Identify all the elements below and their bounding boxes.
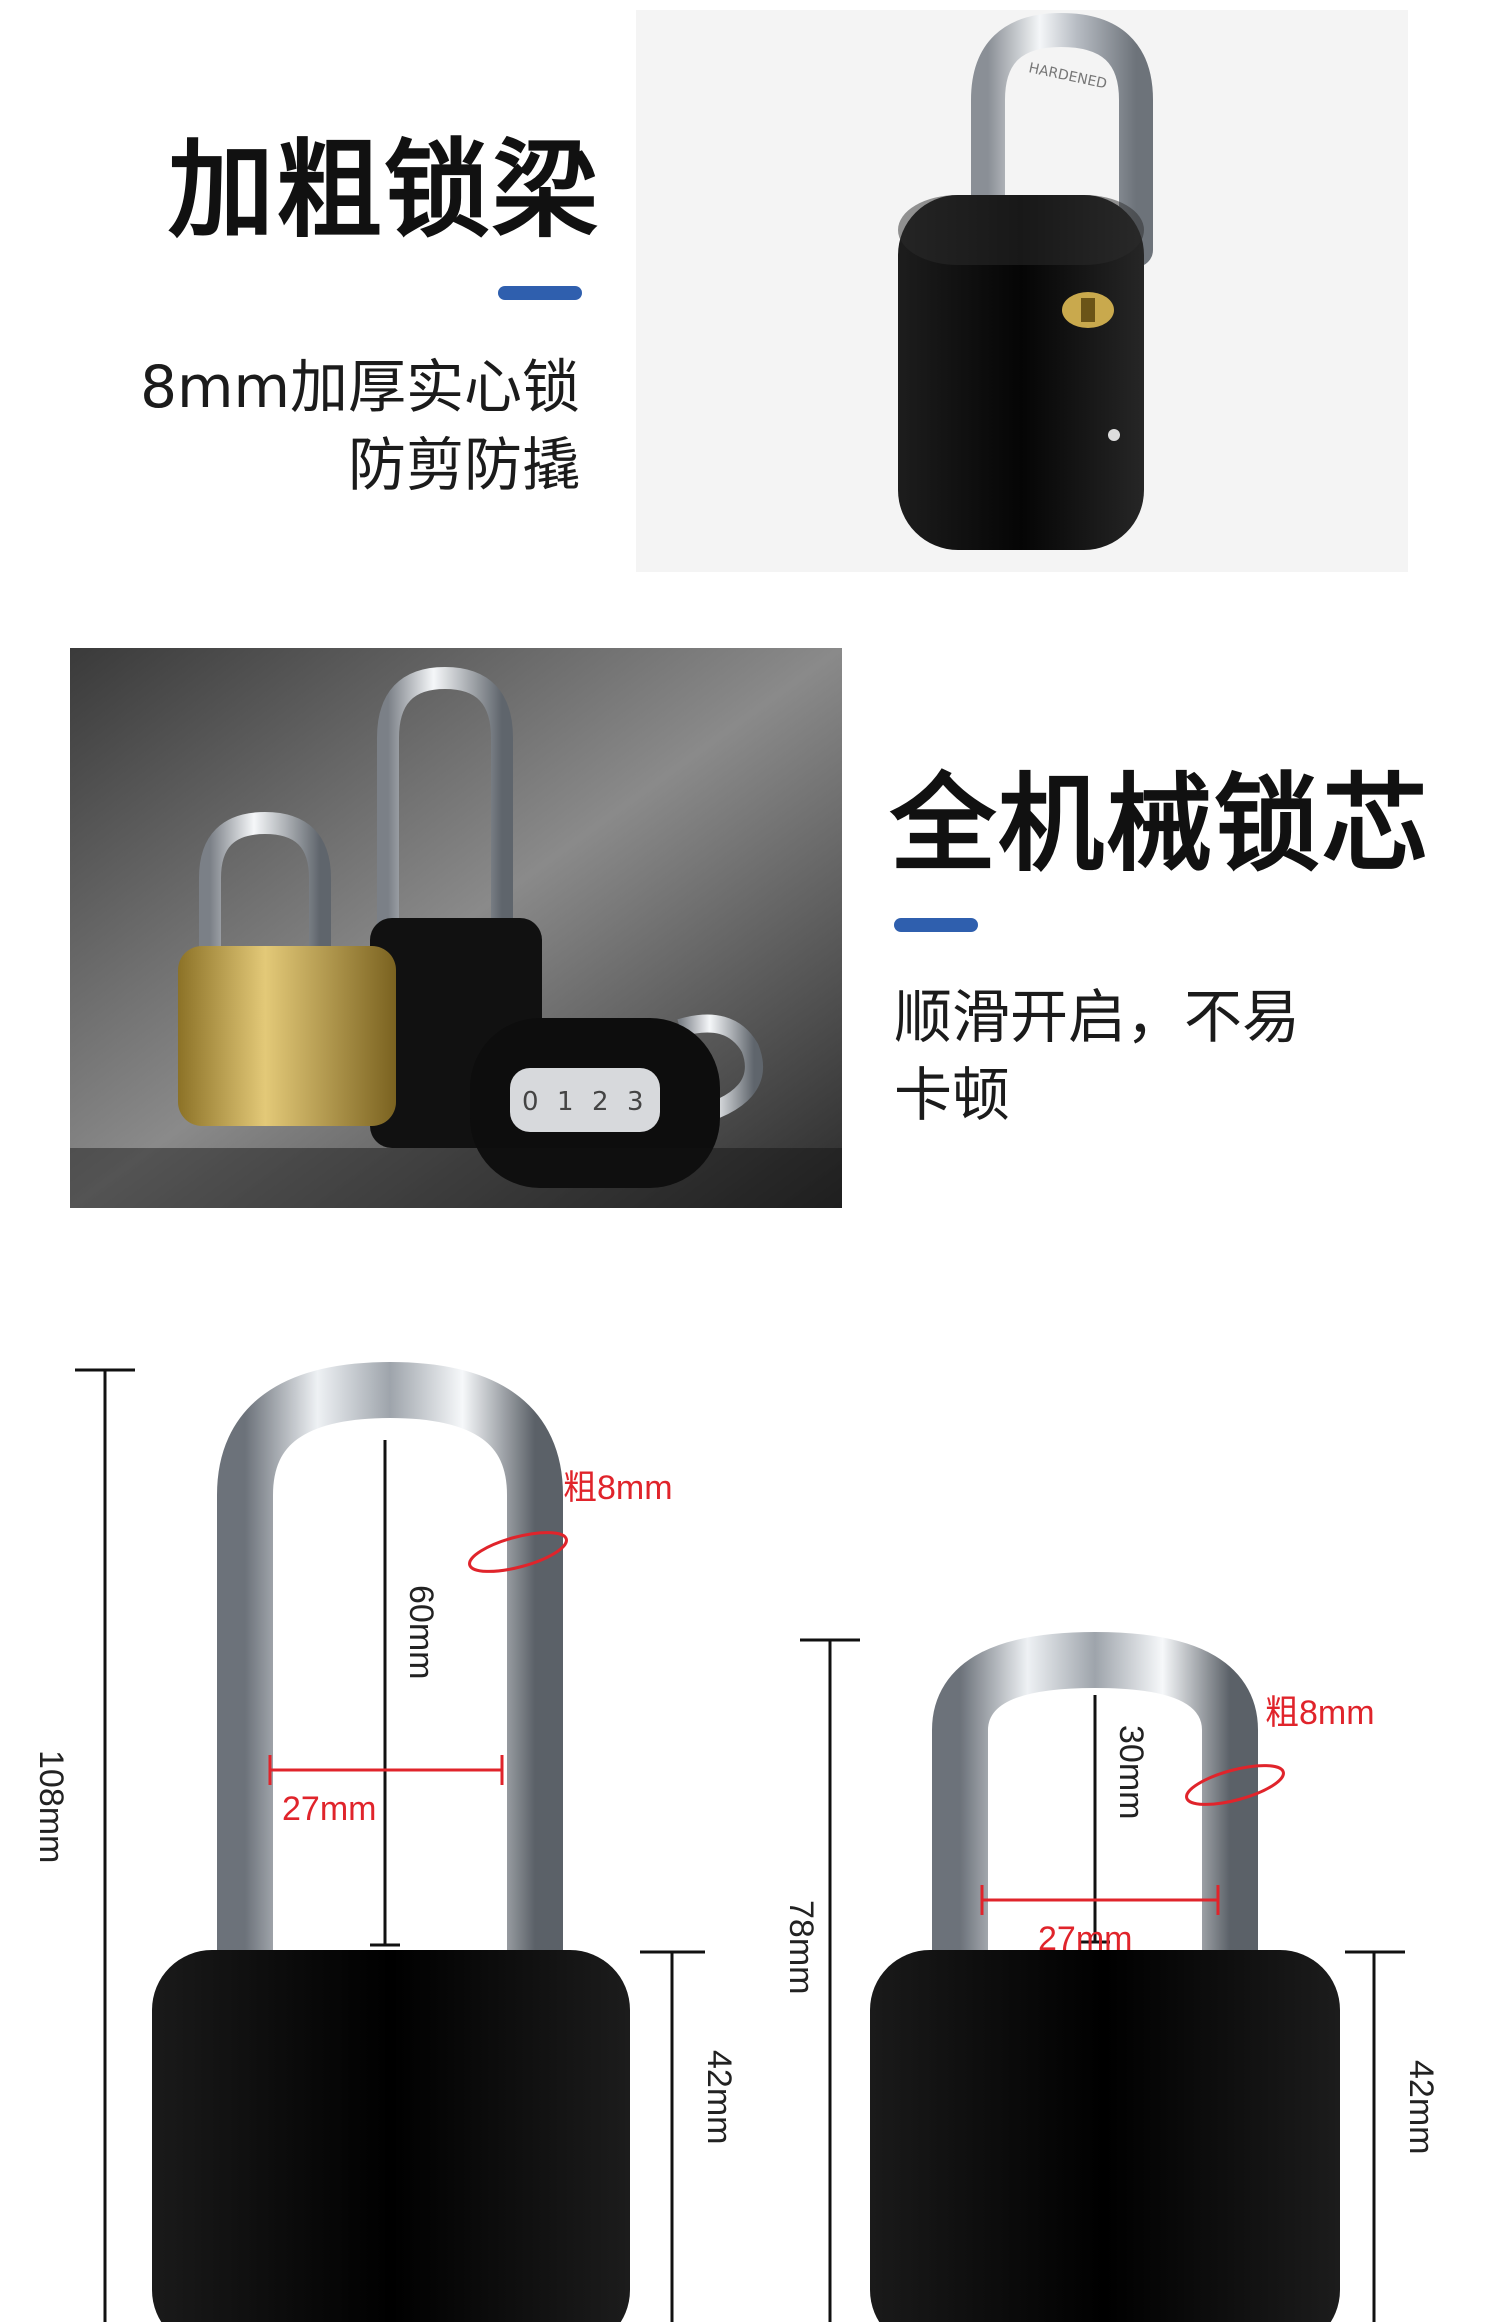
long-lock <box>152 1361 630 2322</box>
long-thickness-label: 粗8mm <box>563 1469 673 1507</box>
svg-text:0: 0 <box>522 1087 539 1117</box>
section2-subtitle-line1: 顺滑开启，不易 <box>894 983 1301 1051</box>
combo-lock-shackle <box>677 1014 763 1127</box>
long-shackle-height-label: 60mm <box>402 1585 440 1680</box>
section1-accent-bar <box>498 286 582 300</box>
svg-text:2: 2 <box>592 1087 609 1117</box>
long-body-height-label: 42mm <box>700 2050 738 2145</box>
section1-subtitle-line1: 8mm加厚实心锁 <box>140 353 580 421</box>
short-total-height-label: 78mm <box>782 1900 820 1995</box>
shackle-engraving: HARDENED <box>1027 60 1108 92</box>
long-total-height-label: 108mm <box>32 1750 70 1864</box>
dimension-diagram: 108mm 60mm 27mm 粗8mm 42mm 78mm 30mm 27mm… <box>0 1330 1500 2322</box>
brass-lock-shackle <box>199 811 331 978</box>
shackle <box>971 12 1153 267</box>
section1-subtitle-line2: 防剪防撬 <box>347 431 580 499</box>
section2-title: 全机械锁芯 <box>890 763 1430 886</box>
section2-subtitle-line2: 卡顿 <box>894 1061 1011 1129</box>
short-body-height-label: 42mm <box>1402 2060 1440 2155</box>
brass-lock-body <box>178 946 396 1126</box>
long-shackle-width-label: 27mm <box>282 1790 377 1828</box>
lock-body <box>898 195 1144 550</box>
short-shackle-width-label: 27mm <box>1038 1920 1133 1958</box>
tall-lock-shackle <box>377 666 513 938</box>
short-thickness-label: 粗8mm <box>1265 1694 1375 1732</box>
svg-text:1: 1 <box>557 1087 574 1117</box>
open-padlock-photo: HARDENED <box>636 10 1408 572</box>
short-shackle-height-label: 30mm <box>1112 1725 1150 1820</box>
section2-accent-bar <box>894 918 978 932</box>
short-lock <box>870 1631 1340 2322</box>
svg-text:3: 3 <box>627 1087 644 1117</box>
section1-title: 加粗锁梁 <box>168 129 600 252</box>
